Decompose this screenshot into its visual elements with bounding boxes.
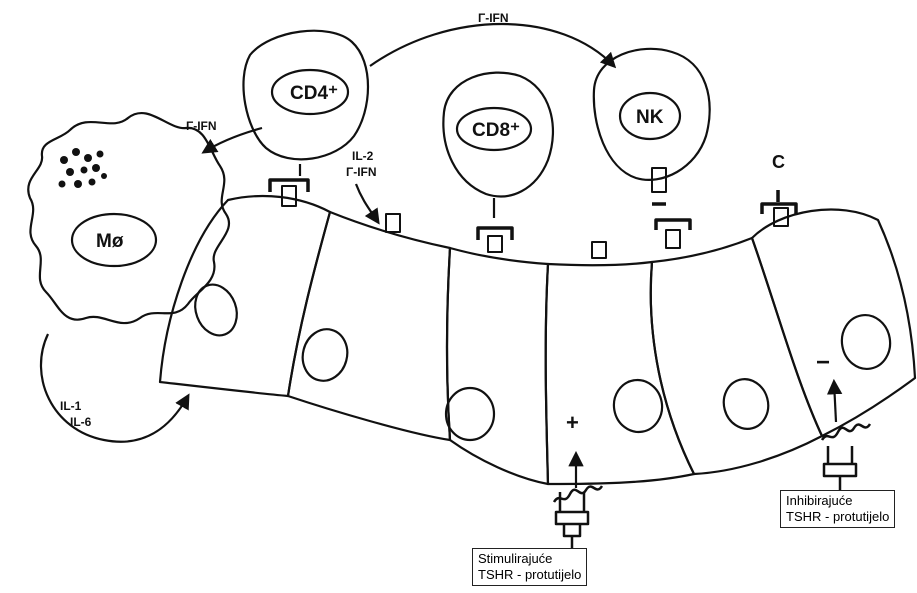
inhibiting-antibody [820,423,872,490]
stimulating-box-line2: TSHR - protutijelo [478,567,582,582]
arrow-macrophage-loop [39,333,190,443]
macrophage-cell [27,111,230,325]
tsh-receptors-surface [281,167,789,259]
nk-cell [592,47,711,181]
inhibiting-antibody-box: Inhibirajuće TSHR - protutijelo [780,490,896,528]
inhibiting-box-line1: Inhibirajuće [786,493,853,508]
stimulating-antibody [552,485,604,550]
complement-label: C [772,152,785,172]
receptor-binding-brackets [268,178,798,240]
cd4-cell [242,29,369,176]
arrow-inhibition [826,378,843,423]
gamma-ifn-mid-label: Γ-IFN [346,165,377,179]
stimulating-box-line1: Stimulirajuće [478,551,553,566]
macrophage-granules [58,148,107,188]
gamma-ifn-left-label: Γ-IFN [186,119,217,133]
arrow-cd4-to-macrophage [201,126,263,154]
plus-sign: + [566,410,579,435]
nk-label: NK [636,107,664,128]
inhibiting-box-line2: TSHR - protutijelo [786,509,890,524]
gamma-ifn-top-label: Γ-IFN [478,11,509,25]
stimulating-antibody-box: Stimulirajuće TSHR - protutijelo [472,548,588,586]
cd8-label: CD8⁺ [472,120,520,141]
macrophage-label: Mø [96,231,124,252]
il6-label: IL-6 [70,415,92,429]
cd4-label: CD4⁺ [290,83,338,104]
arrow-cd4-to-thyrocyte [354,183,380,225]
thyroid-epithelial-cells [158,194,917,486]
il1-label: IL-1 [60,399,82,413]
minus-sign: − [816,349,830,376]
il2-label: IL-2 [352,149,374,163]
arrow-cd4-to-nk [369,23,617,69]
cd8-cell [442,71,555,218]
